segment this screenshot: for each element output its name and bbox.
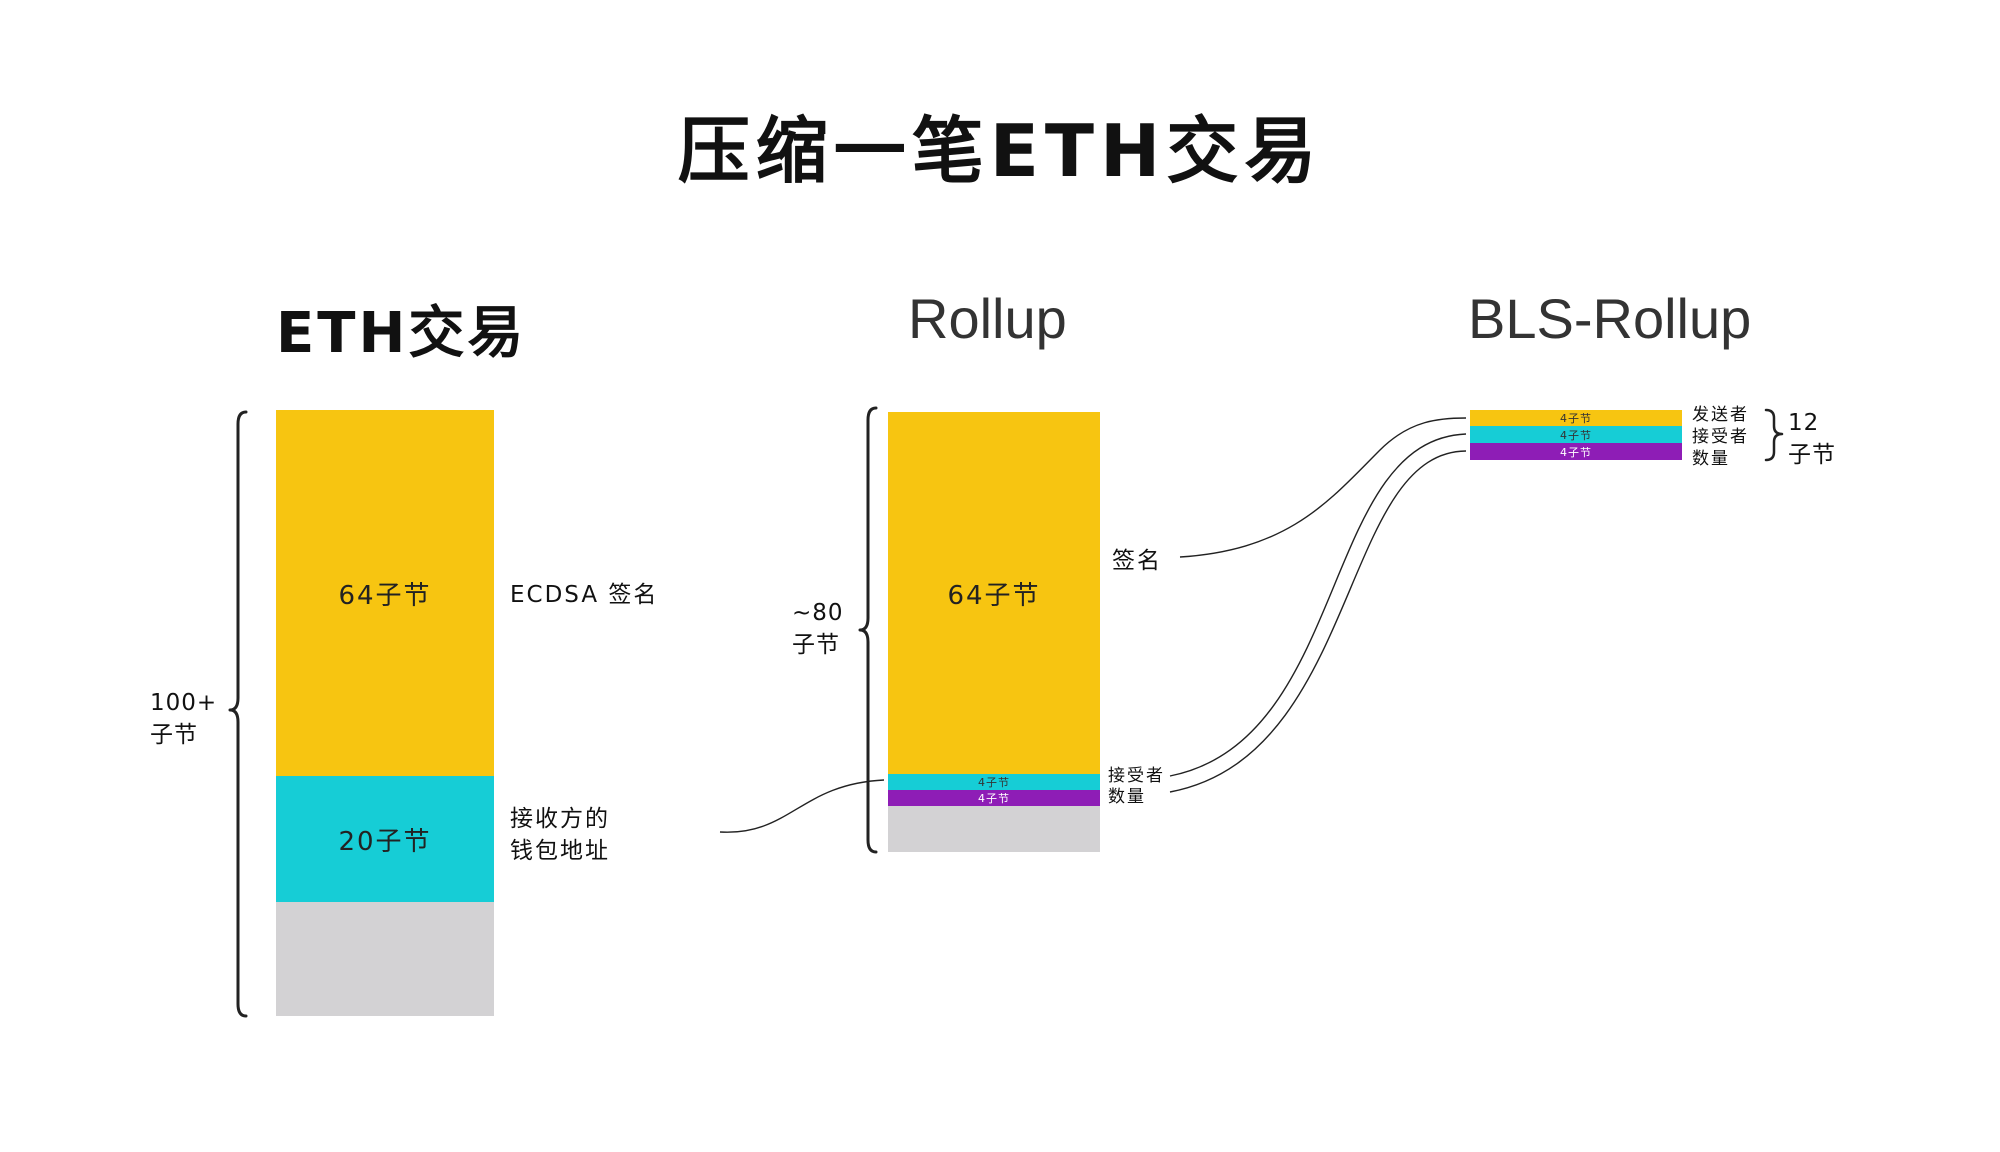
bls-amount-size: 4子节 bbox=[1560, 445, 1592, 459]
rollup-amount-segment: 4子节 bbox=[888, 790, 1100, 806]
bls-receiver-segment: 4子节 bbox=[1470, 426, 1682, 443]
eth-total-size-unit: 子节 bbox=[150, 722, 198, 748]
eth-address-note-line1: 接收方的 bbox=[510, 806, 610, 832]
bls-amount-note: 数量 bbox=[1692, 449, 1730, 469]
eth-signature-note: ECDSA 签名 bbox=[510, 582, 659, 608]
diagram-title: 压缩一笔ETH交易 bbox=[677, 109, 1323, 193]
bls-sender-size: 4子节 bbox=[1560, 412, 1592, 425]
rollup-total-size-value: ~80 bbox=[792, 600, 844, 626]
eth-address-note-line2: 钱包地址 bbox=[510, 838, 610, 864]
eth-address-size: 20子节 bbox=[338, 826, 432, 857]
bls-receiver-size: 4子节 bbox=[1560, 428, 1592, 442]
eth-address-note: 接收方的 钱包地址 bbox=[510, 803, 610, 867]
rollup-total-size-unit: 子节 bbox=[792, 632, 840, 658]
eth-address-segment: 20子节 bbox=[276, 776, 494, 902]
bls-total-brace bbox=[1764, 408, 1784, 462]
rollup-total-brace bbox=[858, 406, 878, 854]
rollup-total-size: ~80 子节 bbox=[792, 597, 844, 661]
eth-padding-segment bbox=[276, 902, 494, 1016]
rollup-amount-note: 数量 bbox=[1108, 787, 1146, 807]
rollup-receiver-note: 接受者 bbox=[1108, 766, 1165, 786]
receiver-connector bbox=[1169, 433, 1467, 777]
address-to-rollup-connector bbox=[719, 779, 885, 833]
bls-sender-note: 发送者 bbox=[1692, 405, 1749, 425]
eth-signature-size: 64子节 bbox=[338, 580, 432, 611]
rollup-receiver-segment: 4子节 bbox=[888, 774, 1100, 790]
eth-total-size: 100+ 子节 bbox=[150, 687, 217, 751]
bls-amount-segment: 4子节 bbox=[1470, 443, 1682, 460]
bls-column-title: BLS-Rollup bbox=[1468, 287, 1752, 350]
eth-total-size-value: 100+ bbox=[150, 690, 218, 716]
bls-sender-segment: 4子节 bbox=[1470, 410, 1682, 426]
signature-connector bbox=[1179, 417, 1467, 558]
bls-receiver-note: 接受者 bbox=[1692, 427, 1749, 447]
eth-column-title: ETH交易 bbox=[276, 301, 527, 366]
eth-signature-segment: 64子节 bbox=[276, 410, 494, 776]
rollup-signature-note: 签名 bbox=[1112, 548, 1162, 574]
bls-total-size: 12 子节 bbox=[1788, 407, 1836, 471]
amount-connector bbox=[1169, 450, 1467, 793]
bls-total-size-value: 12 bbox=[1788, 410, 1820, 436]
rollup-signature-segment: 64子节 bbox=[888, 412, 1100, 774]
eth-total-brace bbox=[228, 410, 248, 1018]
rollup-column-title: Rollup bbox=[908, 287, 1067, 350]
rollup-receiver-size: 4子节 bbox=[978, 776, 1010, 789]
rollup-padding-segment bbox=[888, 806, 1100, 852]
rollup-signature-size: 64子节 bbox=[947, 580, 1041, 611]
bls-total-size-unit: 子节 bbox=[1788, 442, 1836, 468]
rollup-amount-size: 4子节 bbox=[978, 792, 1010, 805]
